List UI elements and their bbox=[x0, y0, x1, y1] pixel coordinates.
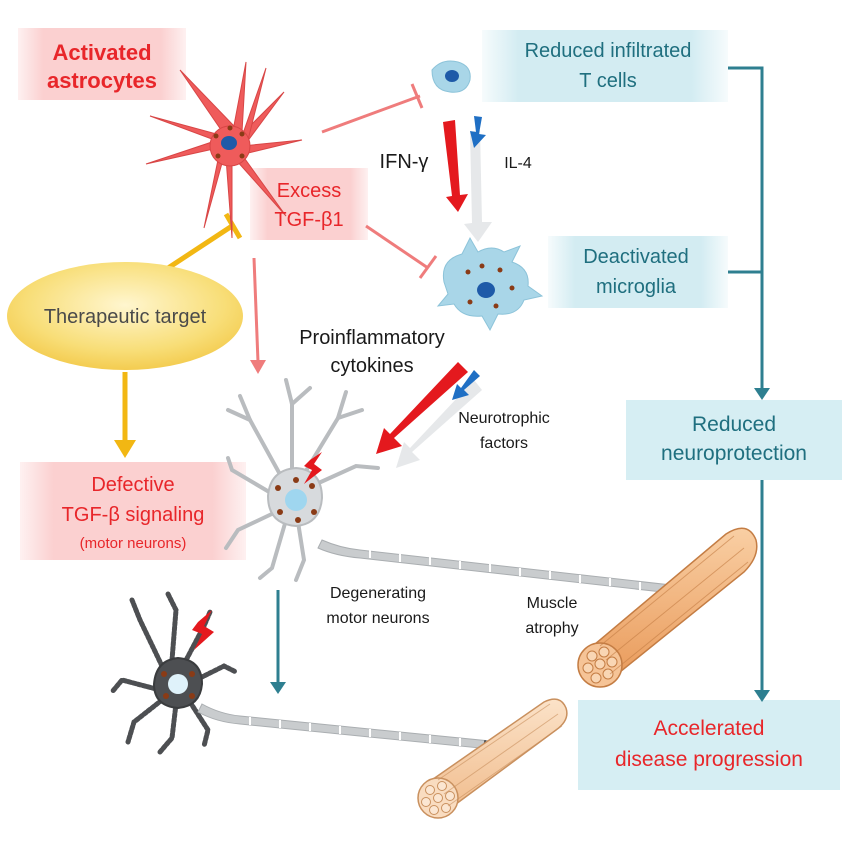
lightning-icon-upper bbox=[304, 452, 322, 484]
deactivated-microglia-label-1: Deactivated bbox=[583, 246, 689, 268]
axon-lower-segments bbox=[249, 717, 461, 746]
reduced-neuroprotection-label-2: neuroprotection bbox=[661, 442, 807, 465]
astrocyte-nucleus bbox=[221, 136, 237, 150]
arrowhead-to-neuroprotection bbox=[754, 388, 770, 400]
reduced-neuroprotection-box bbox=[626, 400, 842, 480]
defective-signaling-box bbox=[20, 462, 246, 560]
motor-neuron-upper-nucleus bbox=[285, 489, 307, 511]
reduced-t-cells-box bbox=[482, 30, 728, 102]
arrowhead-astrocyte-to-neuron bbox=[250, 360, 266, 374]
deactivated-microglia-label-2: microglia bbox=[596, 276, 677, 298]
motor-neuron-lower-nucleus bbox=[168, 674, 188, 694]
accelerated-progression-box bbox=[578, 700, 840, 790]
accelerated-label-2: disease progression bbox=[615, 748, 803, 771]
proinflammatory-label-1: Proinflammatory bbox=[299, 327, 445, 349]
deactivated-microglia-box bbox=[548, 236, 728, 308]
excess-tgf-box bbox=[250, 168, 368, 240]
inhibition-lines bbox=[252, 83, 438, 363]
neurotrophic-arrow bbox=[452, 370, 480, 400]
activated-astrocytes-label-1: Activated bbox=[52, 40, 151, 65]
reduced-neuroprotection-label-1: Reduced bbox=[692, 413, 776, 436]
microglia-granules bbox=[465, 263, 515, 309]
defective-label-2: TGF-β signaling bbox=[62, 504, 205, 526]
lightning-icon-lower bbox=[192, 610, 214, 650]
proinflammatory-arrow bbox=[376, 362, 468, 454]
activated-astrocytes-box bbox=[18, 28, 186, 100]
muscle-lower bbox=[417, 698, 568, 819]
motor-neuron-lower-granules bbox=[161, 671, 195, 699]
il4-label: IL-4 bbox=[504, 155, 532, 172]
muscle-atrophy-label-2: atrophy bbox=[525, 620, 578, 637]
proinflammatory-label-2: cytokines bbox=[330, 355, 413, 377]
degenerating-label-1: Degenerating bbox=[330, 585, 426, 602]
excess-tgf-label-2: TGF-β1 bbox=[274, 209, 343, 231]
ifn-gamma-label: IFN-γ bbox=[380, 151, 429, 173]
reduced-t-cells-label-1: Reduced infiltrated bbox=[525, 40, 692, 62]
reduced-t-cells-label-2: T cells bbox=[579, 70, 636, 92]
motor-neuron-lower bbox=[109, 591, 239, 755]
arrowhead-to-progression bbox=[754, 690, 770, 702]
gray-cytokine-arrow-bottom bbox=[396, 380, 482, 468]
motor-neuron-upper bbox=[224, 378, 380, 582]
neurotrophic-label-2: factors bbox=[480, 435, 528, 452]
neurotrophic-label-1: Neurotrophic bbox=[458, 410, 550, 427]
excess-tgf-label-1: Excess bbox=[277, 180, 341, 202]
arrowhead-therapeutic-down bbox=[114, 440, 136, 458]
therapeutic-target-label: Therapeutic target bbox=[44, 306, 207, 328]
astrocyte-granules bbox=[213, 125, 245, 159]
accelerated-label-1: Accelerated bbox=[654, 717, 765, 740]
axon-upper-segments bbox=[369, 550, 641, 590]
axon-lower bbox=[197, 703, 501, 751]
muscle-atrophy-label-1: Muscle bbox=[527, 595, 578, 612]
defective-label-1: Defective bbox=[91, 474, 174, 496]
t-cell bbox=[431, 60, 471, 93]
activated-astrocytes-label-2: astrocytes bbox=[47, 68, 157, 93]
degenerating-label-2: motor neurons bbox=[326, 610, 429, 627]
therapeutic-target-ellipse bbox=[7, 262, 243, 370]
labels: Activated astrocytes Excess TGF-β1 Thera… bbox=[44, 40, 807, 771]
il4-arrow bbox=[470, 116, 486, 148]
gray-cytokine-arrow-top bbox=[464, 130, 492, 242]
microglia-nucleus bbox=[477, 282, 495, 298]
ifn-gamma-arrow bbox=[443, 120, 468, 212]
teal-flow-lines bbox=[276, 66, 764, 694]
therapeutic-lines bbox=[122, 212, 243, 444]
arrowhead-to-degenerated-neuron bbox=[270, 682, 286, 694]
defective-label-3: (motor neurons) bbox=[80, 535, 187, 552]
muscle-upper bbox=[577, 527, 758, 688]
motor-neuron-upper-granules bbox=[275, 477, 317, 523]
